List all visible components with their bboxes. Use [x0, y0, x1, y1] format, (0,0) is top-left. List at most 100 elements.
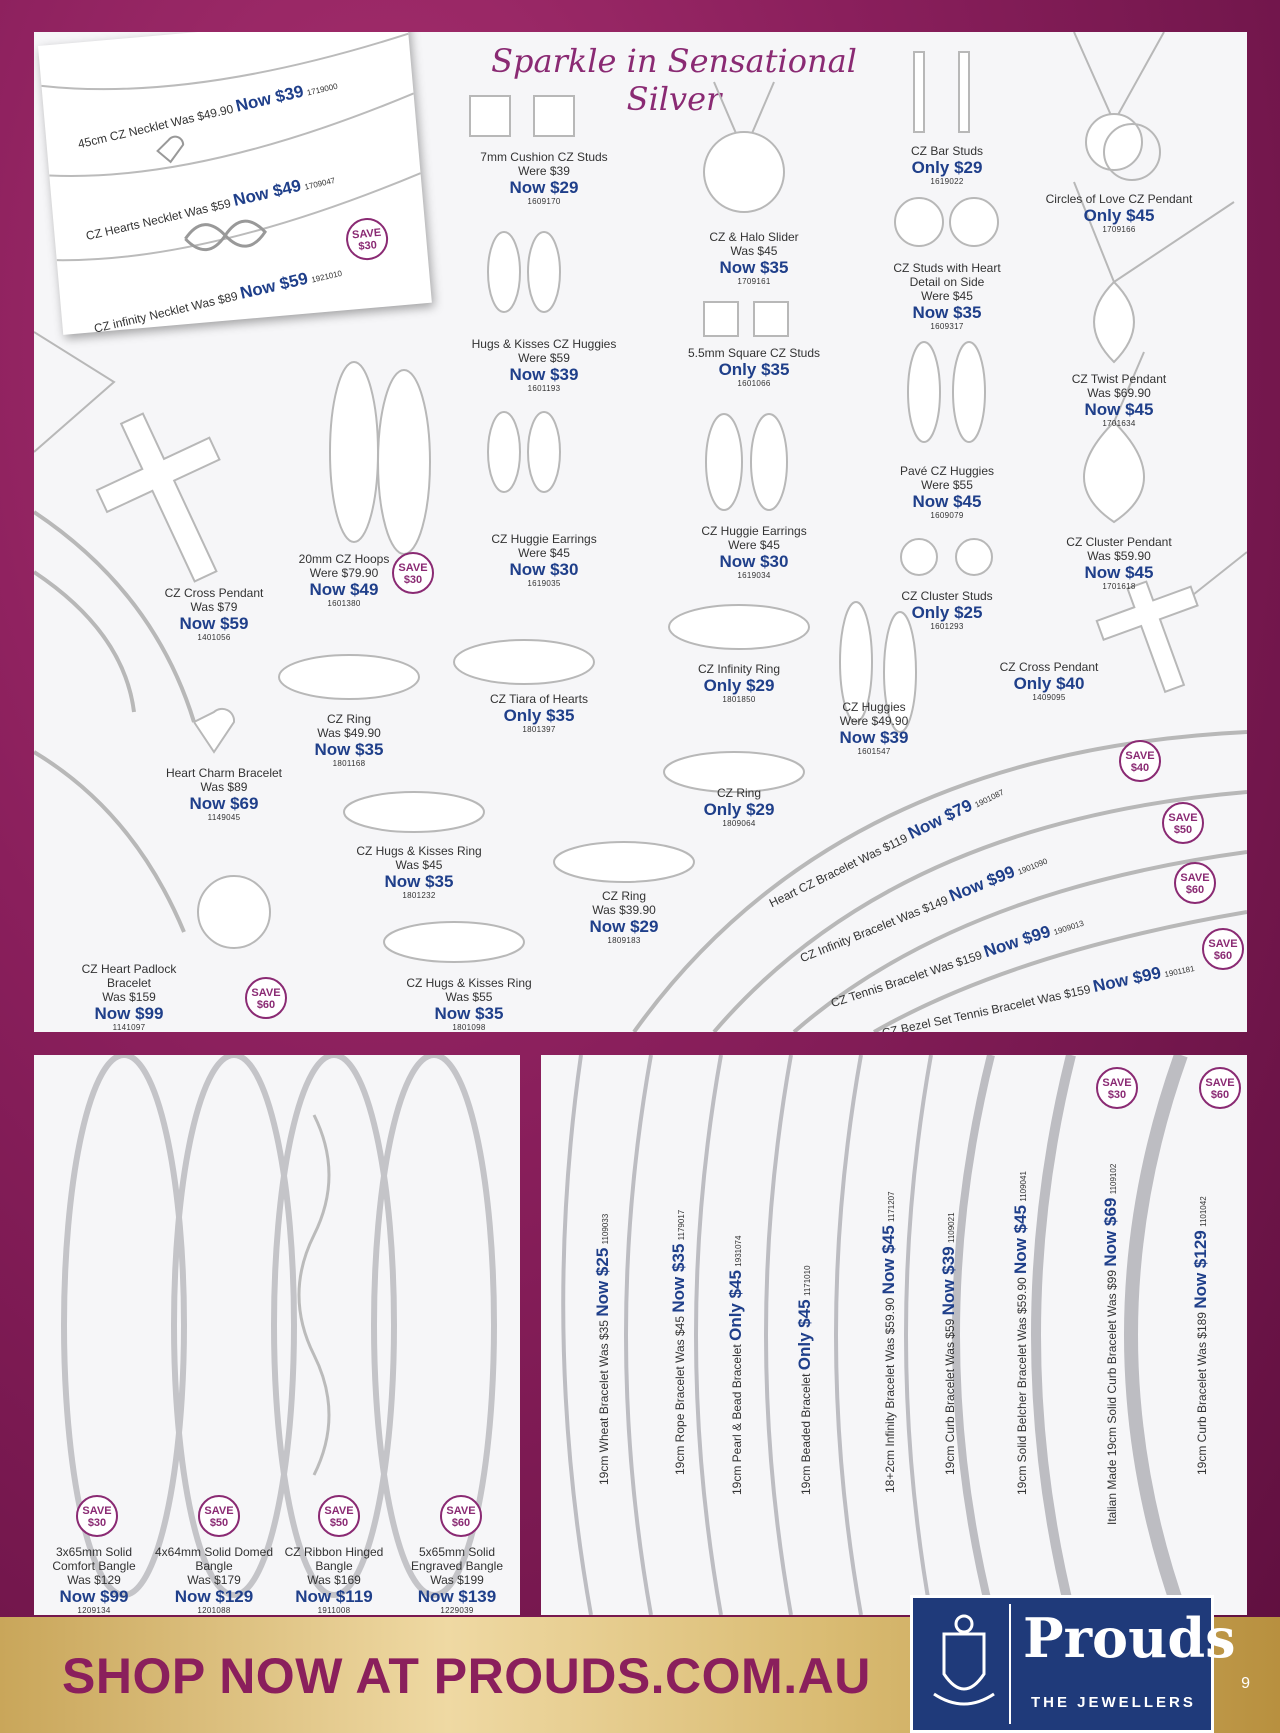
product-cz-huggies[interactable]: CZ Huggies Were $49.90 Now $39 1601547: [814, 700, 934, 756]
product-was-price: Were $55: [921, 478, 973, 492]
product-was-price: Was $39.90: [592, 903, 656, 917]
product-bangle-domed[interactable]: 4x64mm Solid Domed Bangle Was $179 Now $…: [154, 1545, 274, 1615]
product-was-price: Were $49.90: [839, 714, 909, 728]
product-now-price: Now $99: [59, 1587, 129, 1606]
product-twist-pendant[interactable]: CZ Twist Pendant Was $69.90 Now $45 1701…: [1044, 372, 1194, 428]
product-code: 1601066: [737, 379, 771, 388]
chain-label-belcher: 19cm Solid Belcher Bracelet Was $59.90 N…: [1011, 1171, 1030, 1495]
product-halo-slider[interactable]: CZ & Halo Slider Was $45 Now $35 1709161: [664, 230, 844, 286]
save-badge-tennis-bracelet: SAVE$60: [1174, 862, 1216, 904]
crest-shape: [933, 1614, 995, 1706]
prouds-logo[interactable]: Prouds THE JEWELLERS: [910, 1595, 1236, 1733]
product-cluster-studs[interactable]: CZ Cluster Studs Only $25 1601293: [882, 589, 1012, 631]
save-badge-hoops: SAVE$30: [392, 552, 434, 594]
product-huggie-earrings-1[interactable]: CZ Huggie Earrings Were $45 Now $30 1619…: [454, 532, 634, 588]
product-name: CZ Cross Pendant: [164, 586, 264, 600]
product-name: CZ Studs with Heart Detail on Side: [893, 261, 1001, 289]
product-cross-pendant-2[interactable]: CZ Cross Pendant Only $40 1409095: [974, 660, 1124, 702]
product-now-price: Only $35: [718, 360, 790, 379]
product-circles-pendant[interactable]: Circles of Love CZ Pendant Only $45 1709…: [1044, 192, 1194, 234]
product-name: CZ Cross Pendant: [999, 660, 1099, 674]
product-square-studs[interactable]: 5.5mm Square CZ Studs Only $35 1601066: [664, 346, 844, 388]
product-cushion-studs[interactable]: 7mm Cushion CZ Studs Were $39 Now $29 16…: [454, 150, 634, 206]
product-name: Pavé CZ Huggies: [899, 464, 995, 478]
product-was-price: Was $159: [102, 990, 156, 1004]
product-cross-pendant-1[interactable]: CZ Cross Pendant Was $79 Now $59 1401056: [144, 586, 284, 642]
product-code: 1209134: [77, 1606, 111, 1615]
bangle-illustrations: [61, 1055, 497, 1598]
product-was-price: Was $179: [187, 1573, 241, 1587]
product-code: 1141097: [112, 1023, 146, 1032]
product-now-price: Now $45: [912, 492, 982, 511]
product-name: CZ Cluster Studs: [901, 589, 993, 603]
product-now-price: Now $35: [384, 872, 454, 891]
product-huggie-earrings-2[interactable]: CZ Huggie Earrings Were $45 Now $30 1619…: [664, 524, 844, 580]
chain-label-rope: 19cm Rope Bracelet Was $45 Now $35 11790…: [669, 1209, 688, 1475]
product-cz-ring-3[interactable]: CZ Ring Was $39.90 Now $29 1809183: [554, 889, 694, 945]
product-hugs-ring-1[interactable]: CZ Hugs & Kisses Ring Was $45 Now $35 18…: [324, 844, 514, 900]
product-code: 1149045: [207, 813, 241, 822]
product-pave-huggies[interactable]: Pavé CZ Huggies Were $55 Now $45 1609079: [882, 464, 1012, 520]
product-name: CZ Twist Pendant: [1071, 372, 1167, 386]
product-now-price: Now $139: [417, 1587, 497, 1606]
product-code: 1619034: [737, 571, 771, 580]
product-now-price: Now $49: [309, 580, 379, 599]
product-code: 1701634: [1102, 419, 1136, 428]
brand-subtitle: THE JEWELLERS: [1031, 1694, 1196, 1711]
product-hugs-huggies[interactable]: Hugs & Kisses CZ Huggies Were $59 Now $3…: [444, 337, 644, 393]
product-was-price: Were $45: [921, 289, 973, 303]
product-bangle-comfort[interactable]: 3x65mm Solid Comfort Bangle Was $129 Now…: [34, 1545, 154, 1615]
product-was-price: Were $59: [518, 351, 570, 365]
product-now-price: Only $45: [1083, 206, 1155, 225]
product-code: 1609317: [930, 322, 964, 331]
product-name: CZ Hugs & Kisses Ring: [406, 976, 532, 990]
product-now-price: Now $35: [434, 1004, 504, 1023]
save-badge-infinity-bracelet: SAVE$50: [1162, 802, 1204, 844]
product-bar-studs[interactable]: CZ Bar Studs Only $29 1619022: [882, 144, 1012, 186]
product-name: 4x64mm Solid Domed Bangle: [154, 1545, 274, 1573]
product-now-price: Now $35: [912, 303, 982, 322]
shop-now-link[interactable]: SHOP NOW AT PROUDS.COM.AU: [62, 1648, 871, 1704]
product-name: 5.5mm Square CZ Studs: [687, 346, 821, 360]
product-cz-ring-2[interactable]: CZ Ring Only $29 1809064: [664, 786, 814, 828]
product-name: Hugs & Kisses CZ Huggies: [471, 337, 617, 351]
save-badge-bangle-2: SAVE$50: [198, 1495, 240, 1537]
product-code: 1801850: [722, 695, 756, 704]
product-now-price: Now $59: [179, 614, 249, 633]
product-infinity-ring[interactable]: CZ Infinity Ring Only $29 1801850: [664, 662, 814, 704]
bangles-panel: SAVE$30 SAVE$50 SAVE$50 SAVE$60 3x65mm S…: [34, 1055, 520, 1615]
product-tiara-ring[interactable]: CZ Tiara of Hearts Only $35 1801397: [464, 692, 614, 734]
product-bangle-ribbon[interactable]: CZ Ribbon Hinged Bangle Was $169 Now $11…: [274, 1545, 394, 1615]
product-padlock[interactable]: CZ Heart Padlock Bracelet Was $159 Now $…: [64, 962, 194, 1032]
product-code: 1601547: [857, 747, 891, 756]
product-name: CZ Tiara of Hearts: [489, 692, 589, 706]
page-number: 9: [1241, 1675, 1250, 1692]
product-bangle-engraved[interactable]: 5x65mm Solid Engraved Bangle Was $199 No…: [394, 1545, 520, 1615]
product-hugs-ring-2[interactable]: CZ Hugs & Kisses Ring Was $55 Now $35 18…: [369, 976, 569, 1032]
product-cz-ring-1[interactable]: CZ Ring Was $49.90 Now $35 1801168: [289, 712, 409, 768]
save-badge-padlock: SAVE$60: [245, 977, 287, 1019]
product-code: 1409095: [1032, 693, 1066, 702]
product-was-price: Was $199: [430, 1573, 484, 1587]
necklace-illustrations: [41, 32, 421, 262]
product-was-price: Was $45: [730, 244, 778, 258]
product-was-price: Were $39: [518, 164, 570, 178]
product-name: CZ Ribbon Hinged Bangle: [284, 1545, 384, 1573]
necklace-card: 45cm CZ Necklet Was $49.90 Now $39 17190…: [38, 32, 432, 336]
product-name: CZ Cluster Pendant: [1066, 535, 1172, 549]
product-heart-studs[interactable]: CZ Studs with Heart Detail on Side Were …: [882, 261, 1012, 331]
save-badge-chain-1: SAVE$30: [1096, 1067, 1138, 1109]
product-now-price: Now $30: [719, 552, 789, 571]
top-product-panel: Sparkle in Sensational Silver 45cm CZ Ne…: [34, 32, 1247, 1032]
save-badge-chain-2: SAVE$60: [1199, 1067, 1241, 1109]
product-name: 20mm CZ Hoops: [298, 552, 390, 566]
product-code: 1229039: [440, 1606, 474, 1615]
product-name: CZ Ring: [716, 786, 761, 800]
product-hoops[interactable]: 20mm CZ Hoops Were $79.90 Now $49 160138…: [279, 552, 409, 608]
product-heart-charm[interactable]: Heart Charm Bracelet Was $89 Now $69 114…: [134, 766, 314, 822]
product-was-price: Was $55: [445, 990, 493, 1004]
product-was-price: Was $89: [200, 780, 248, 794]
product-cluster-pendant[interactable]: CZ Cluster Pendant Was $59.90 Now $45 17…: [1044, 535, 1194, 591]
product-now-price: Now $69: [189, 794, 259, 813]
product-name: CZ Infinity Ring: [697, 662, 781, 676]
